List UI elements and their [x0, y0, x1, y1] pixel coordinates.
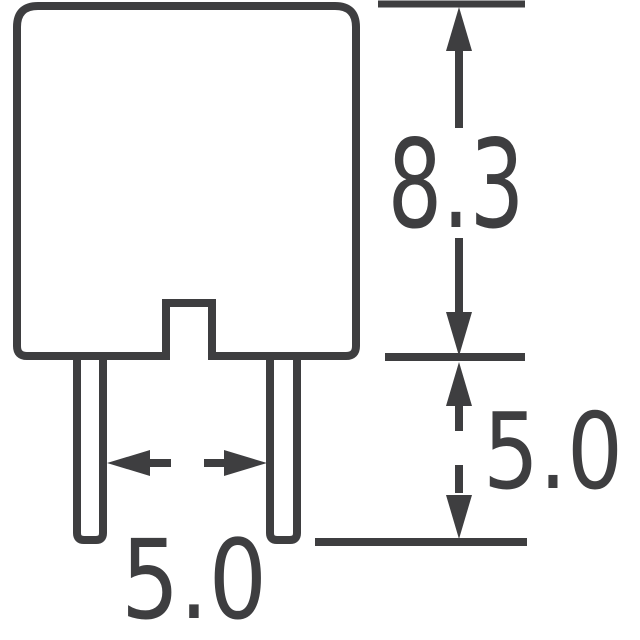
- arrow-up-icon: [446, 7, 472, 51]
- component-body-outline: [13, 2, 360, 360]
- lead-length-dimension-label: 5.0: [483, 391, 623, 513]
- arrow-up-icon: [446, 362, 472, 406]
- arrow-down-icon: [446, 312, 472, 356]
- arrow-right-icon: [224, 450, 267, 476]
- left-lead: [73, 352, 107, 544]
- right-lead: [266, 352, 301, 544]
- lead-spacing-dimension-label: 5.0: [121, 516, 267, 640]
- body-height-dimension-label: 8.3: [388, 114, 525, 256]
- arrow-down-icon: [446, 495, 472, 539]
- arrow-left-icon: [107, 450, 150, 476]
